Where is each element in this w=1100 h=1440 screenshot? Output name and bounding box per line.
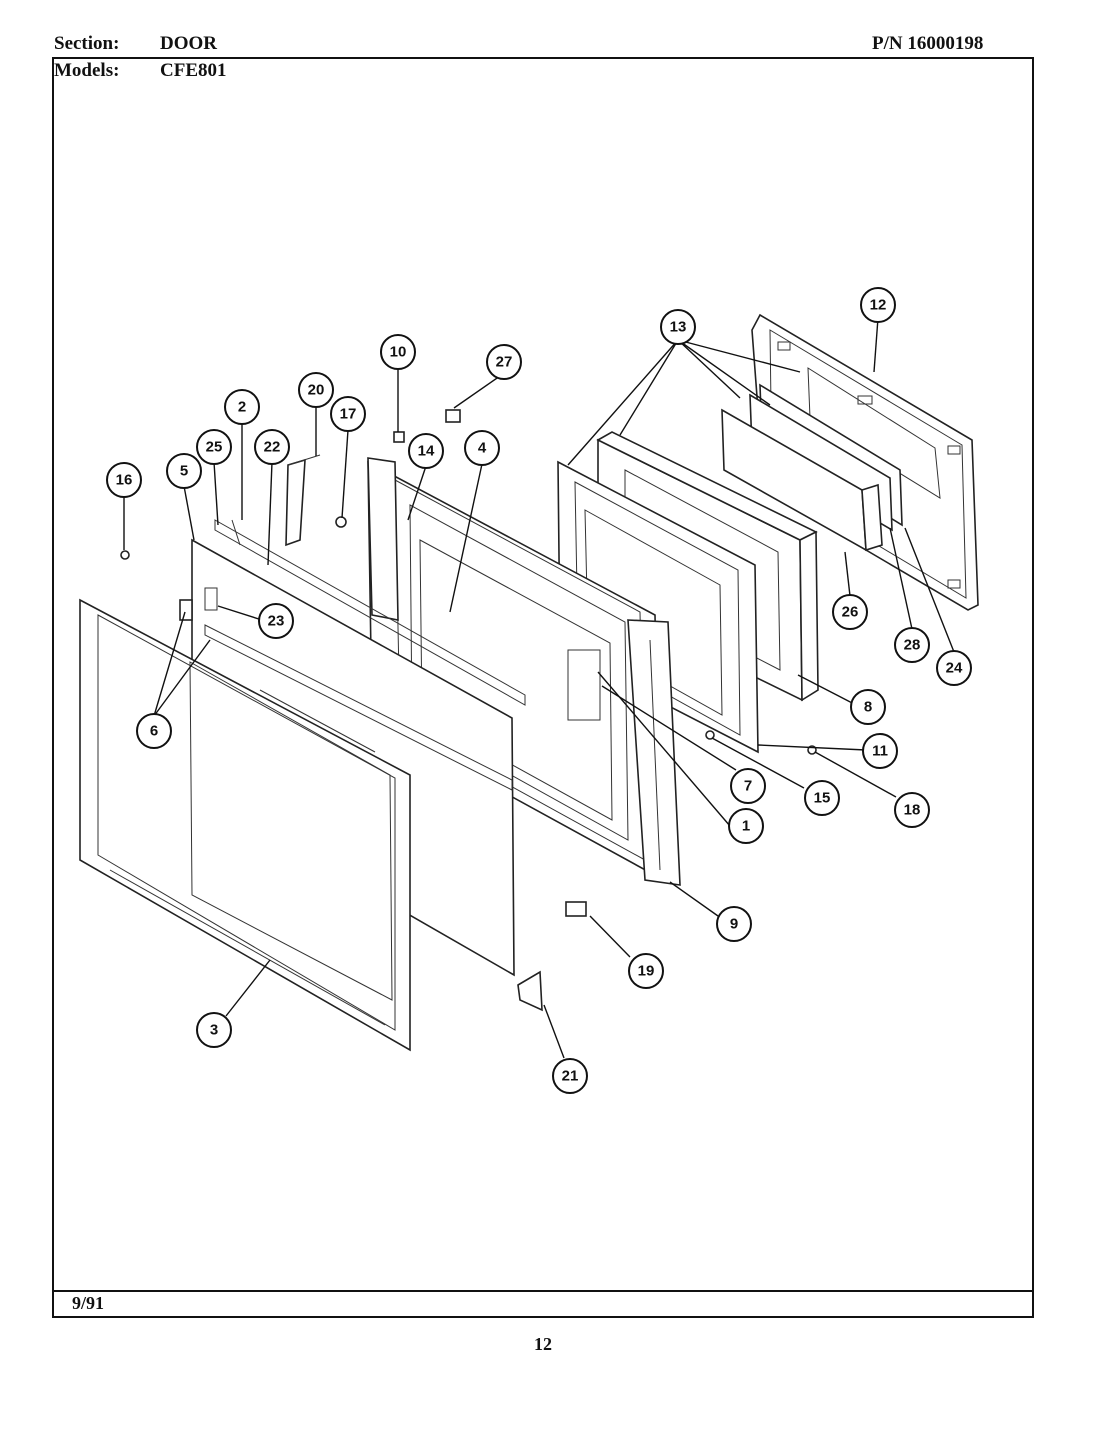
section-label: Section:	[54, 33, 120, 54]
callout-11: 11	[862, 733, 898, 769]
part-4-inner-liner	[367, 457, 681, 886]
callout-7: 7	[730, 768, 766, 804]
callout-18: 18	[894, 792, 930, 828]
callout-2: 2	[224, 389, 260, 425]
svg-text:8: 8	[864, 699, 872, 716]
svg-text:24: 24	[946, 660, 963, 677]
part-number: P/N 16000198	[872, 33, 984, 54]
svg-text:3: 3	[210, 1022, 218, 1039]
svg-text:17: 17	[340, 406, 357, 423]
diagram-frame	[52, 57, 1034, 1318]
part-15-screw	[705, 730, 715, 740]
callout-15: 15	[804, 780, 840, 816]
callout-23: 23	[258, 603, 294, 639]
svg-text:18: 18	[904, 802, 921, 819]
svg-text:5: 5	[180, 463, 188, 480]
part-3-front-frame	[79, 598, 411, 1052]
footer-date: 9/91	[72, 1293, 105, 1313]
callout-22: 22	[254, 429, 290, 465]
callout-19: 19	[628, 953, 664, 989]
callout-12: 12	[860, 287, 896, 323]
part-16-screw	[120, 550, 130, 560]
callout-21: 21	[552, 1058, 588, 1094]
svg-text:7: 7	[744, 778, 752, 795]
svg-text:28: 28	[904, 637, 921, 654]
part-21-bracket	[517, 970, 543, 1012]
section-value: DOOR	[160, 33, 217, 54]
part-20-rod	[285, 458, 306, 547]
svg-text:21: 21	[562, 1068, 579, 1085]
svg-text:4: 4	[478, 440, 487, 457]
callout-4: 4	[464, 430, 500, 466]
svg-text:27: 27	[496, 354, 513, 371]
callout-1: 1	[728, 808, 764, 844]
svg-text:25: 25	[206, 439, 223, 456]
part-26-insulation	[721, 408, 883, 552]
models-value: CFE801	[160, 60, 227, 81]
callout-28: 28	[894, 627, 930, 663]
part-10-fastener	[393, 431, 405, 443]
svg-text:1: 1	[742, 818, 750, 835]
svg-text:26: 26	[842, 604, 859, 621]
callout-5: 5	[166, 453, 202, 489]
callout-25: 25	[196, 429, 232, 465]
svg-text:19: 19	[638, 963, 655, 980]
svg-text:20: 20	[308, 382, 325, 399]
svg-text:6: 6	[150, 723, 158, 740]
svg-text:10: 10	[390, 344, 407, 361]
models-label: Models:	[54, 60, 120, 81]
callout-13: 13	[660, 309, 696, 345]
part-17-screw	[335, 516, 347, 528]
callout-27: 27	[486, 344, 522, 380]
callout-20: 20	[298, 372, 334, 408]
svg-text:13: 13	[670, 319, 687, 336]
leader-lines	[123, 317, 955, 1059]
callout-8: 8	[850, 689, 886, 725]
svg-text:16: 16	[116, 472, 133, 489]
callout-16: 16	[106, 462, 142, 498]
svg-text:14: 14	[418, 443, 435, 460]
part-19-bumper	[565, 901, 587, 917]
callout-26: 26	[832, 594, 868, 630]
page-number: 12	[534, 1334, 552, 1354]
callout-6: 6	[136, 713, 172, 749]
callout-14: 14	[408, 433, 444, 469]
svg-text:23: 23	[268, 613, 285, 630]
part-20-hook	[287, 454, 321, 466]
callout-10: 10	[380, 334, 416, 370]
svg-text:2: 2	[238, 399, 246, 416]
svg-text:9: 9	[730, 916, 738, 933]
svg-text:22: 22	[264, 439, 281, 456]
footer-divider	[52, 1290, 1034, 1292]
callout-17: 17	[330, 396, 366, 432]
callouts: 12 13 10 27 20 2 17 25 22 14 4 5 16 23 6…	[106, 287, 972, 1094]
svg-text:12: 12	[870, 297, 887, 314]
callout-3: 3	[196, 1012, 232, 1048]
part-27-clip	[445, 409, 461, 423]
svg-text:15: 15	[814, 790, 831, 807]
part-23-hinge	[179, 599, 193, 621]
callout-24: 24	[936, 650, 972, 686]
svg-text:11: 11	[872, 743, 888, 760]
callout-9: 9	[716, 906, 752, 942]
